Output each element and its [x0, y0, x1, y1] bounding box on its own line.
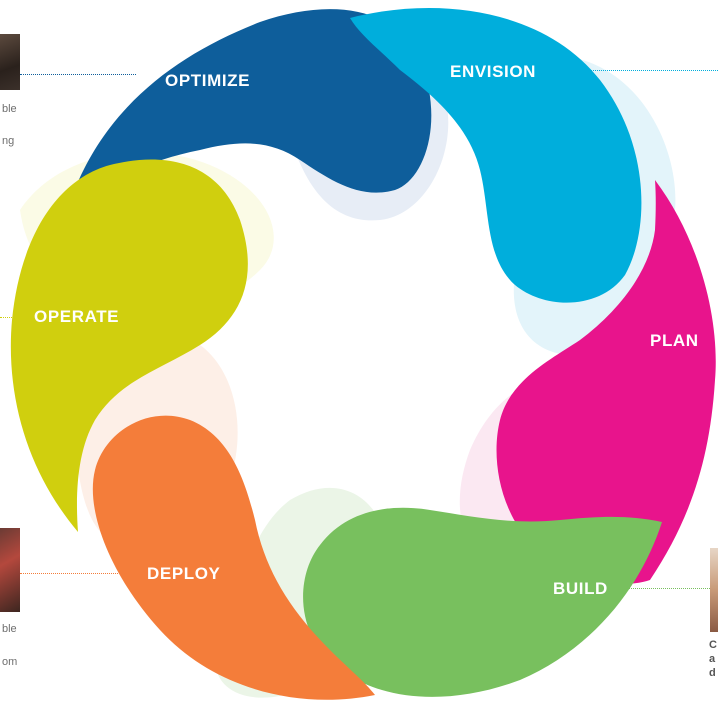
top-left-caption-line1: ble	[2, 103, 17, 115]
build-leader-line	[620, 588, 710, 589]
top-left-photo	[0, 34, 20, 90]
operate-petal[interactable]	[10, 159, 248, 533]
bottom-left-caption-line1: ble	[2, 623, 17, 635]
build-petal[interactable]	[303, 507, 662, 697]
bottom-left-caption-line2: om	[2, 656, 18, 668]
build-label: BUILD	[553, 579, 608, 598]
deploy-label: DEPLOY	[147, 564, 221, 583]
envision-leader-line	[572, 70, 718, 71]
plan-petal[interactable]	[496, 180, 716, 584]
deploy-leader-line	[20, 573, 140, 574]
bottom-right-caption-line2: a	[709, 653, 716, 665]
optimize-label: OPTIMIZE	[165, 71, 250, 90]
stage-labels: OPTIMIZE ENVISION PLAN BUILD DEPLOY OPER…	[34, 62, 699, 598]
cycle-petals	[10, 7, 716, 700]
deploy-petal[interactable]	[92, 415, 375, 700]
envision-petal[interactable]	[350, 7, 642, 303]
plan-label: PLAN	[650, 331, 699, 350]
optimize-leader-line	[20, 74, 136, 75]
operate-label: OPERATE	[34, 307, 119, 326]
envision-label: ENVISION	[450, 62, 536, 81]
optimize-petal[interactable]	[68, 9, 432, 209]
operate-leader-line	[0, 317, 28, 318]
bottom-right-caption-line3: d	[709, 667, 716, 679]
bottom-right-photo	[710, 548, 718, 632]
bottom-left-photo	[0, 528, 20, 612]
top-left-caption-line2: ng	[2, 135, 15, 147]
bottom-right-caption-line1: C	[709, 639, 717, 651]
